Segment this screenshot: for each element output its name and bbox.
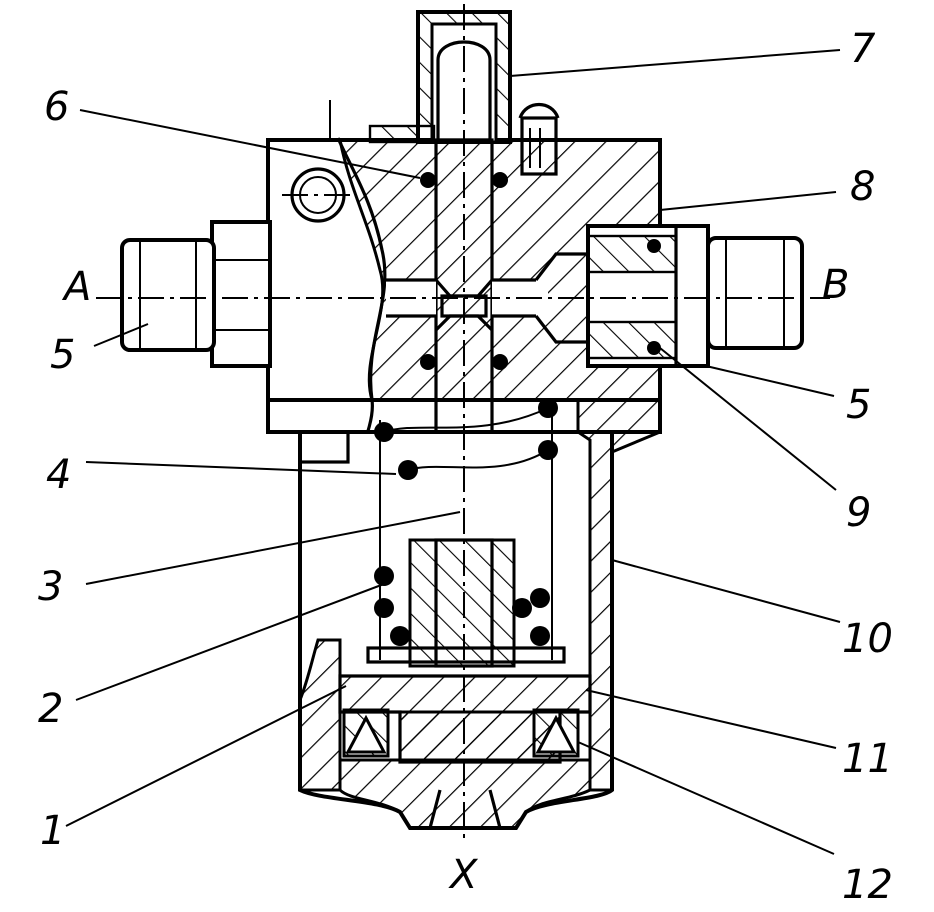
label-9: 9	[846, 490, 871, 536]
label-5-right: 5	[846, 382, 871, 428]
label-10: 10	[842, 616, 893, 662]
callout-labels: 6 7 8 A B 5 5 4 9 3 10 2 11 1 X 12	[38, 26, 893, 908]
leader-lines	[65, 49, 841, 855]
center-lines	[96, 4, 830, 840]
label-7: 7	[850, 26, 876, 72]
top-set-screw	[518, 102, 560, 176]
piston-seals	[342, 708, 580, 758]
label-11: 11	[842, 736, 893, 782]
label-port-x: X	[448, 852, 479, 898]
top-cap	[368, 10, 512, 144]
label-12: 12	[842, 862, 893, 908]
label-5-left: 5	[50, 332, 75, 378]
label-4: 4	[46, 452, 71, 498]
left-fitting	[120, 220, 272, 368]
label-8: 8	[850, 164, 875, 210]
right-fitting	[586, 224, 804, 368]
label-3: 3	[38, 564, 63, 610]
label-6: 6	[44, 84, 69, 130]
label-port-a: A	[61, 264, 91, 310]
label-port-b: B	[822, 262, 849, 308]
label-2: 2	[38, 686, 63, 732]
outer-spring	[374, 398, 558, 660]
label-1: 1	[40, 808, 65, 854]
plug-screw	[282, 167, 354, 223]
